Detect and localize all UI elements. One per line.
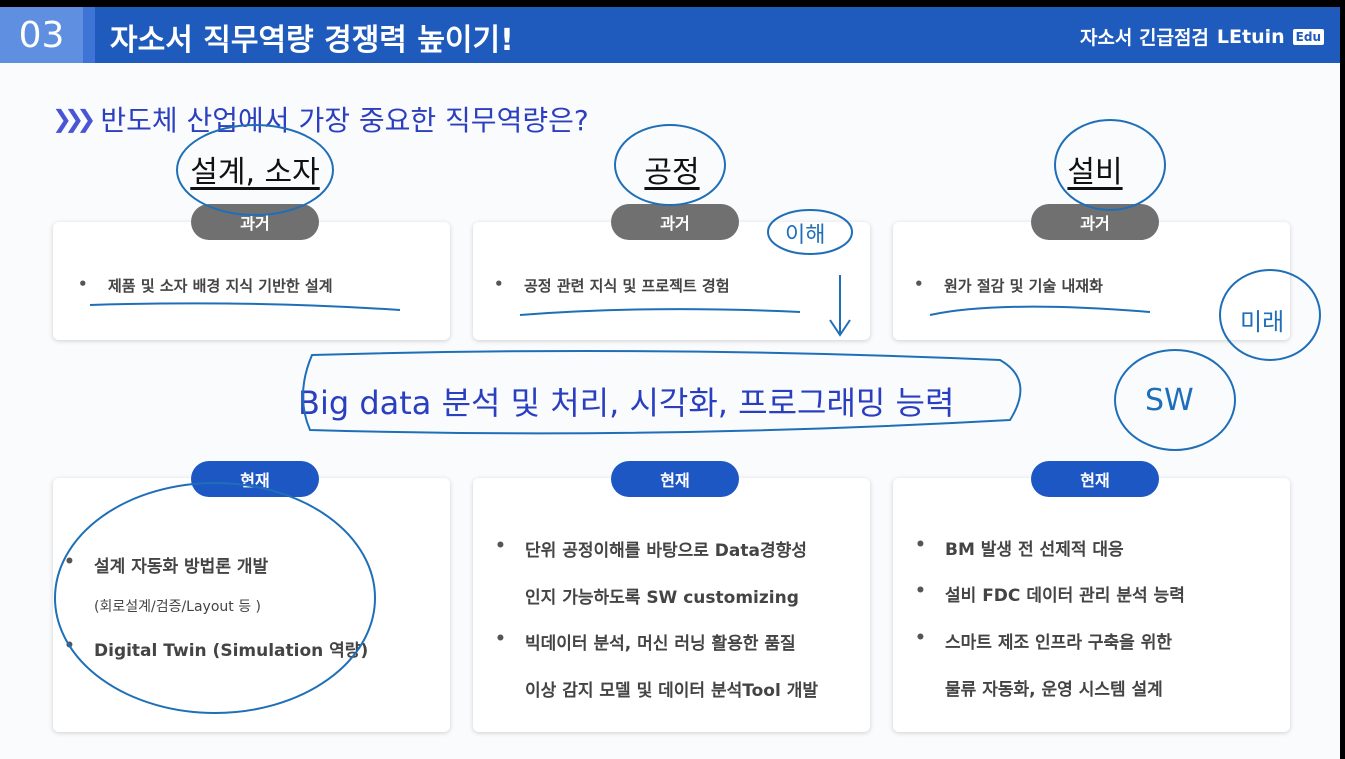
column-heading: 설비	[1067, 155, 1123, 190]
ink-circle	[767, 209, 853, 255]
slide-title: 자소서 직무역량 경쟁력 높이기!	[110, 23, 514, 58]
brand-text: 자소서 긴급점검	[1079, 27, 1209, 49]
past-pill: 과거	[1031, 204, 1159, 240]
present-item: 이상 감지 모델 및 데이터 분석Tool 개발	[525, 681, 818, 701]
brand: 자소서 긴급점검 LEtuin Edu	[1080, 23, 1324, 50]
past-pill: 과거	[611, 204, 739, 240]
ink-circle	[176, 124, 334, 216]
present-item: BM 발생 전 선제적 대응	[915, 535, 1124, 560]
header-bar: 03 자소서 직무역량 경쟁력 높이기! 자소서 긴급점검 LEtuin Edu	[0, 7, 1340, 63]
past-item: 공정 관련 지식 및 프로젝트 경험	[494, 275, 729, 296]
present-item: 빅데이터 분석, 머신 러닝 활용한 품질	[495, 629, 796, 654]
present-pill: 현재	[1031, 461, 1159, 497]
question-text: 반도체 산업에서 가장 중요한 직무역량은?	[100, 104, 589, 137]
logo-badge: Edu	[1292, 28, 1324, 45]
present-item-note: (회로설계/검증/Layout 등 )	[94, 599, 262, 615]
ink-arrow	[829, 275, 851, 337]
past-item: 원가 절감 및 기술 내재화	[914, 275, 1103, 296]
logo: LEtuin	[1216, 25, 1285, 48]
bigdata-annotation: Big data 분석 및 처리, 시각화, 프로그래밍 능력	[298, 384, 955, 422]
ink-circle	[1219, 269, 1321, 361]
past-pill: 과거	[191, 204, 319, 240]
present-card	[473, 478, 870, 732]
present-item: 스마트 제조 인프라 구축을 위한	[915, 628, 1172, 653]
present-item: 설계 자동화 방법론 개발	[64, 552, 268, 577]
ink-circle	[1114, 349, 1236, 451]
ink-circle	[614, 124, 726, 206]
column-heading: 설계, 소자	[190, 155, 320, 190]
past-item: 제품 및 소자 배경 지식 기반한 설계	[78, 275, 332, 296]
ink-note: 이해	[785, 223, 825, 248]
ink-box	[301, 350, 1022, 435]
ink-note: SW	[1145, 383, 1194, 418]
question: ❯❯❯반도체 산업에서 가장 중요한 직무역량은?	[52, 99, 589, 139]
slide: 03 자소서 직무역량 경쟁력 높이기! 자소서 긴급점검 LEtuin Edu…	[0, 7, 1340, 759]
ink-note: 미래	[1240, 308, 1284, 336]
column-heading: 공정	[644, 155, 700, 190]
present-pill: 현재	[191, 461, 319, 497]
ink-underline	[89, 302, 1151, 316]
section-number: 03	[0, 7, 95, 63]
ink-circle	[54, 482, 376, 714]
present-pill: 현재	[611, 461, 739, 497]
ink-circle	[1054, 119, 1166, 211]
present-item: 물류 자동화, 운영 시스템 설계	[945, 680, 1163, 700]
present-item: 설비 FDC 데이터 관리 분석 능력	[915, 581, 1185, 606]
present-item: 인지 가능하도록 SW customizing	[525, 588, 799, 608]
present-item: 단위 공정이해를 바탕으로 Data경향성	[495, 536, 807, 561]
